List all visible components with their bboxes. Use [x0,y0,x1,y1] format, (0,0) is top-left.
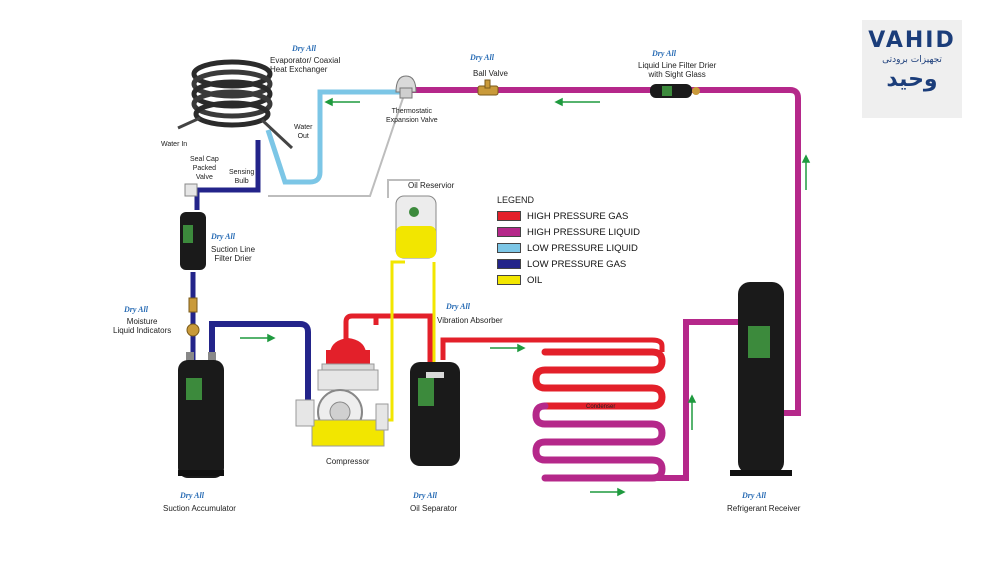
brand-label-evaporator: Dry All [292,44,316,53]
pipe-low-pressure-liquid [265,89,404,185]
filter-drier-label-line2: with Sight Glass [648,70,706,79]
legend-label: HIGH PRESSURE LIQUID [527,226,640,238]
suction-filter-label-line1: Suction Line [211,245,256,254]
flow-arrows [240,97,811,497]
seal-cap-label-line1: Seal Cap [190,156,219,163]
compressor-label: Compressor [326,457,370,466]
seal-cap-label-line3: Valve [195,174,213,181]
evaporator-label: Evaporator/ Coaxial Heat Exchanger [270,56,340,74]
pipe-high-pressure-liquid-top [410,87,801,416]
ball-valve-label: Ball Valve [473,69,508,78]
vibration-absorber-label: Vibration Absorber [437,316,503,325]
pipe-sensing-line [268,94,405,197]
brand-label-accumulator: Dry All [180,491,204,500]
thermostatic-expansion-valve [395,75,417,99]
oil-separator [410,362,460,466]
legend-item-low-pressure-liquid: LOW PRESSURE LIQUID [497,240,640,256]
compressor [295,338,389,447]
pipe-oil-feed [380,260,405,422]
liquid-line-filter-drier [650,84,700,98]
brand-label-suction-filter: Dry All [211,232,235,241]
oil-reservoir [395,195,437,259]
moisture-label-line2: Liquid Indicators [113,326,172,335]
legend-swatch [497,243,521,253]
moisture-label: Moisture Liquid Indicators [113,317,171,335]
moisture-liquid-indicator [186,297,200,337]
legend-label: LOW PRESSURE GAS [527,258,627,270]
evaporator-label-line2: Heat Exchanger [270,65,328,74]
sensing-bulb-label: Sensing Bulb [229,168,254,186]
legend-label: LOW PRESSURE LIQUID [527,242,638,254]
txv-label: Thermostatic Expansion Valve [386,107,438,125]
legend-swatch [497,211,521,221]
pipe-oil-return-grey [387,179,420,198]
seal-cap-label-line2: Packed [192,165,217,172]
pipe-suction-evaporator [194,140,261,210]
legend-item-high-pressure-liquid: HIGH PRESSURE LIQUID [497,224,640,240]
refrigerant-receiver [730,282,792,476]
evaporator-label-line1: Evaporator/ Coaxial [270,56,341,65]
filter-drier-label: Liquid Line Filter Drier with Sight Glas… [638,61,716,79]
brand-label-vibration: Dry All [446,302,470,311]
vahid-logo: VAHID تجهیزات برودتی وحید [862,20,962,118]
logo-latin-text: VAHID [868,28,956,53]
refrigerant-receiver-label: Refrigerant Receiver [727,504,801,513]
water-out-label: Water Out [294,123,312,141]
legend-item-high-pressure-gas: HIGH PRESSURE GAS [497,208,640,224]
legend: LEGEND HIGH PRESSURE GAS HIGH PRESSURE L… [497,195,640,288]
oil-reservoir-label: Oil Reservior [408,181,455,190]
legend-swatch [497,275,521,285]
condenser-coil [532,348,666,482]
brand-label-receiver: Dry All [742,491,766,500]
brand-label-oil-separator: Dry All [413,491,437,500]
filter-drier-label-line1: Liquid Line Filter Drier [638,61,717,70]
suction-line-filter-drier [180,212,206,270]
logo-persian-subtitle: تجهیزات برودتی [882,55,942,65]
water-out-label-line1: Water [294,124,313,131]
legend-swatch [497,227,521,237]
condenser-label: Condenser [586,404,616,410]
brand-label-ball-valve: Dry All [470,53,494,62]
pipe-suction-accumulator-to-compressor [209,321,311,402]
legend-label: HIGH PRESSURE GAS [527,210,629,222]
water-in-label: Water In [161,141,188,148]
pipe-hot-gas-to-condenser [440,337,665,360]
suction-accumulator-label: Suction Accumulator [163,504,236,513]
evaporator-coil [177,59,294,150]
sensing-bulb-label-line2: Bulb [234,178,249,185]
txv-label-line1: Thermostatic [391,108,433,115]
legend-title: LEGEND [497,195,535,205]
txv-label-line2: Expansion Valve [386,117,438,124]
pipe-condenser-to-receiver [545,319,740,481]
brand-label-filter-drier: Dry All [652,49,676,58]
suction-filter-label: Suction Line Filter Drier [211,245,255,263]
oil-separator-label: Oil Separator [410,504,458,513]
suction-filter-label-line2: Filter Drier [214,254,252,263]
moisture-label-line1: Moisture [126,317,158,326]
suction-accumulator [178,352,224,478]
legend-item-low-pressure-gas: LOW PRESSURE GAS [497,256,640,272]
logo-persian-title: وحید [886,67,938,92]
brand-label-moisture: Dry All [124,305,148,314]
seal-cap-label: Seal Cap Packed Valve [190,155,219,182]
pipe-hot-gas-compressor [343,313,433,362]
sensing-bulb-label-line1: Sensing [229,169,255,176]
legend-item-oil: OIL [497,272,640,288]
legend-label: OIL [527,274,543,286]
legend-swatch [497,259,521,269]
water-out-label-line2: Out [297,133,309,140]
ball-valve [477,79,499,96]
seal-cap-packed-valve [184,183,198,197]
